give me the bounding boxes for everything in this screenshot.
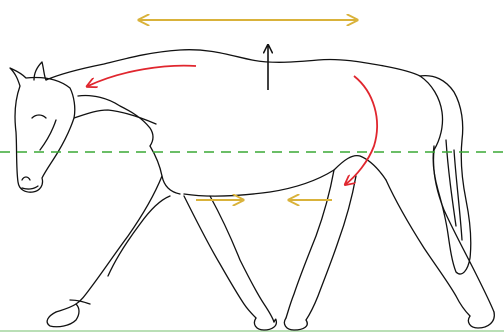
- neck-curve-arrow: [88, 64, 197, 86]
- horse-collar: [77, 94, 154, 147]
- hind-leg-near: [285, 169, 357, 321]
- horse-topline: [45, 49, 421, 81]
- horse-head: [9, 67, 76, 193]
- horse-outline: [9, 49, 495, 331]
- horse-chest: [149, 145, 181, 195]
- front-hoof-far: [253, 317, 278, 331]
- front-hoof-near: [46, 303, 80, 328]
- hind-hoof-near: [283, 317, 308, 331]
- horse-nostril: [21, 176, 31, 181]
- hind-leg-far: [385, 149, 495, 317]
- horse-ear: [33, 61, 47, 81]
- front-leg-far: [183, 195, 275, 323]
- horse-hindquarter: [419, 75, 444, 151]
- horse-cheek: [39, 119, 57, 151]
- horse-belly: [183, 169, 335, 197]
- hindquarter-curve-arrow: [346, 75, 378, 184]
- horse-eye: [31, 114, 47, 119]
- horse-neck-front: [73, 109, 157, 125]
- horse-tail-hair: [445, 139, 463, 241]
- hind-hoof-far: [467, 311, 495, 329]
- horse-mouth: [21, 185, 39, 190]
- horse-tail: [419, 74, 472, 275]
- horse-stifle: [333, 154, 387, 181]
- front-leg-near: [55, 175, 171, 313]
